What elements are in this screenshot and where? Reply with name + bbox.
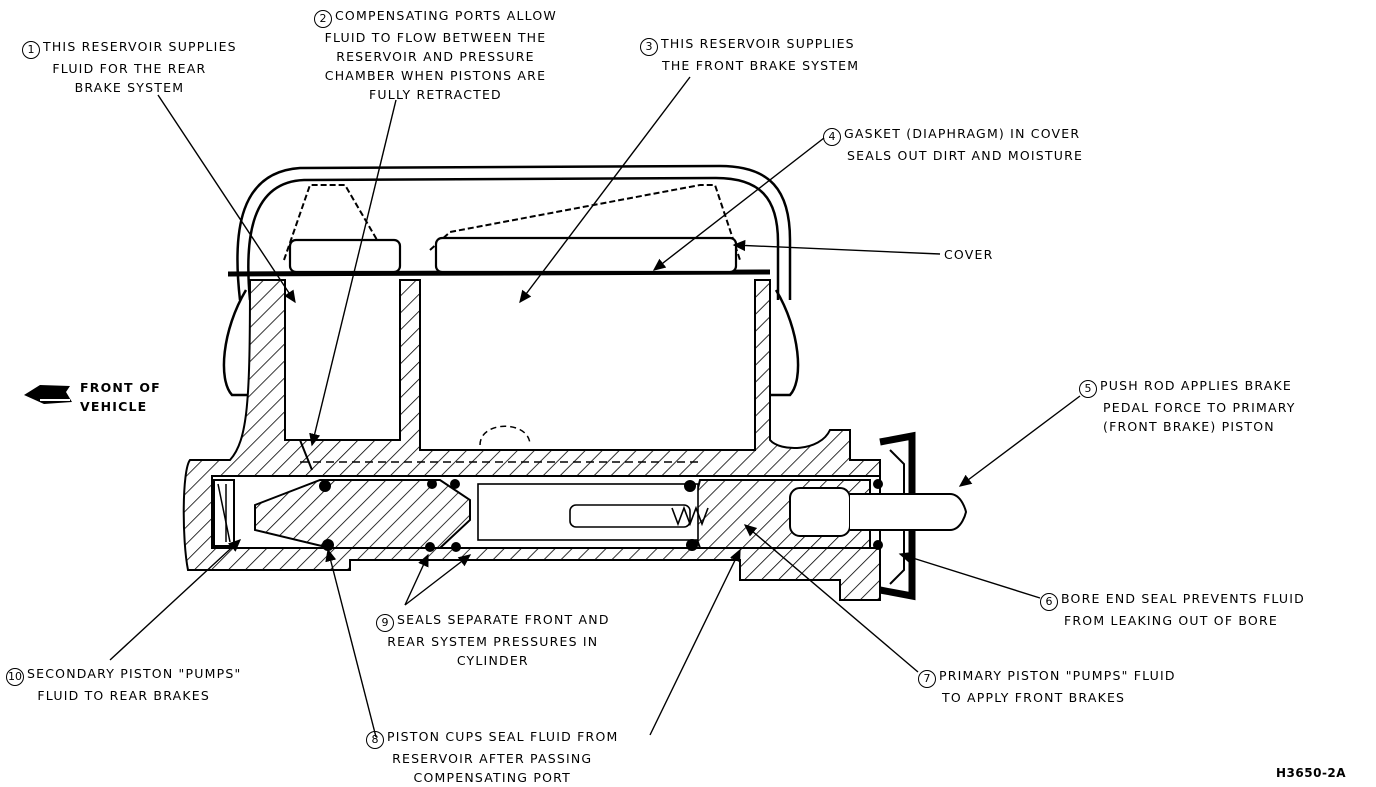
gasket-diaphragm: [227, 184, 771, 277]
callout-number-7: 7: [918, 670, 936, 688]
secondary-piston: [213, 479, 471, 549]
leader-9b: [404, 554, 472, 606]
seals: [319, 479, 883, 552]
callout-number-8: 8: [366, 731, 384, 749]
callout-number-4: 4: [823, 128, 841, 146]
leader-2: [309, 99, 397, 447]
leader-10: [109, 539, 242, 661]
arrow-left-icon: [24, 385, 72, 404]
leader-5: [958, 395, 1081, 487]
callout-number-1: 1: [22, 41, 40, 59]
leader-3: [519, 76, 691, 304]
figure-code: H3650-2A: [1276, 766, 1347, 780]
front-of-vehicle-label: FRONT OF VEHICLE: [80, 380, 161, 414]
push-rod: [789, 487, 968, 537]
leader-cover: [732, 239, 941, 255]
leader-8b: [649, 548, 741, 736]
callout-number-3: 3: [640, 38, 658, 56]
cylinder-body: [182, 279, 881, 601]
callout-number-2: 2: [314, 10, 332, 28]
leader-8a: [325, 548, 377, 738]
callout-number-6: 6: [1040, 593, 1058, 611]
leader-4: [652, 137, 825, 271]
callout-number-5: 5: [1079, 380, 1097, 398]
callout-number-10: 10: [6, 668, 24, 686]
leader-6: [898, 552, 1041, 599]
cover-label: COVER: [944, 247, 994, 262]
leader-1: [157, 94, 296, 304]
leader-9a: [404, 553, 429, 606]
leader-lines: [109, 76, 1081, 738]
callout-number-9: 9: [376, 614, 394, 632]
cover: [222, 164, 800, 397]
leader-7: [743, 524, 919, 673]
